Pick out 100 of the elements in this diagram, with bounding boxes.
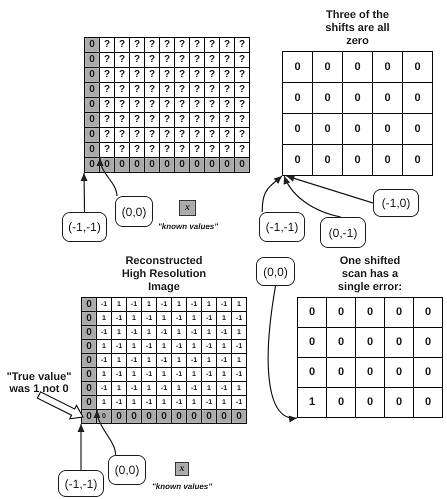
grid-cell: ?	[205, 113, 220, 128]
grid-cell: ?	[130, 128, 145, 143]
grid-cell: ?	[220, 113, 235, 128]
grid-cell: ?	[235, 83, 250, 98]
grid-cell: ?	[190, 68, 205, 83]
grid-cell: ?	[235, 53, 250, 68]
grid-cell: 0	[373, 145, 403, 176]
leader-arrow	[268, 286, 298, 422]
known-value-cell: 0	[145, 158, 160, 173]
grid-cell: ?	[130, 98, 145, 113]
grid-cell: ?	[235, 128, 250, 143]
grid-cell: 0	[298, 298, 327, 328]
grid-cell: ?	[175, 53, 190, 68]
known-value-cell: 0	[82, 298, 97, 312]
legend-letter: x	[185, 203, 190, 213]
grid-cell: ?	[145, 53, 160, 68]
grid-cell: ?	[160, 68, 175, 83]
known-value-cell: 0	[112, 410, 127, 424]
known-value-cell: 0	[157, 410, 172, 424]
grid-cell: 0	[403, 145, 433, 176]
known-value-cell: 0	[127, 410, 142, 424]
leader-arrow	[78, 424, 84, 470]
leader-arrow	[94, 410, 116, 456]
known-value-cell: 0	[172, 410, 187, 424]
grid-cell: ?	[190, 128, 205, 143]
grid-cell: ?	[115, 128, 130, 143]
grid-cell: ?	[175, 83, 190, 98]
grid-cell: ?	[160, 98, 175, 113]
grid-cell: ?	[100, 83, 115, 98]
known-value-cell: 0	[160, 158, 175, 173]
grid-cell: ?	[205, 68, 220, 83]
grid-cell: 0	[283, 52, 313, 83]
grid-cell: 0	[414, 328, 443, 358]
grid-cell: ?	[220, 68, 235, 83]
coordinate-callout: (-1,-1)	[58, 470, 104, 497]
grid-cell: 0	[385, 298, 414, 328]
grid-cell: ?	[130, 68, 145, 83]
known-value-cell: 0	[85, 143, 100, 158]
grid-cell: ?	[175, 128, 190, 143]
legend-text: "known values"	[151, 482, 213, 492]
coordinate-callout: (-1,-1)	[259, 212, 305, 242]
known-value-cell: 0	[82, 354, 97, 368]
grid-cell: 0	[343, 52, 373, 83]
coordinate-callout: (-1,0)	[373, 189, 419, 217]
grid-cell: ?	[115, 38, 130, 53]
grid-cell: ?	[145, 113, 160, 128]
known-value-cell: 0	[190, 158, 205, 173]
grid-cell: 0	[283, 83, 313, 114]
grid-cell: 0	[313, 83, 343, 114]
grid-cell: ?	[205, 98, 220, 113]
grid-cell: ?	[190, 38, 205, 53]
grid-cell: ?	[205, 83, 220, 98]
grid-cell: ?	[175, 113, 190, 128]
grid-cell: ?	[145, 128, 160, 143]
known-value-cell: 0	[85, 98, 100, 113]
grid-cell: 0	[283, 114, 313, 145]
grid-cell: ?	[160, 83, 175, 98]
grid-cell: ?	[115, 113, 130, 128]
grid-cell: 1	[298, 388, 327, 418]
grid-cell: ?	[175, 98, 190, 113]
grid-cell: 0	[385, 328, 414, 358]
grid-cell: ?	[220, 53, 235, 68]
grid-cell: ?	[100, 128, 115, 143]
block-arrow	[36, 391, 84, 420]
grid-cell: ?	[190, 113, 205, 128]
known-value-cell: 0	[142, 410, 157, 424]
grid-cell: 0	[373, 52, 403, 83]
known-value-cell: 0	[85, 38, 100, 53]
known-value-cell: 0	[187, 410, 202, 424]
known-value-cell: 0	[82, 312, 97, 326]
known-value-cell: 0	[205, 158, 220, 173]
grid-cell: 0	[403, 114, 433, 145]
known-value-cell: 0	[175, 158, 190, 173]
grid-cell: ?	[100, 98, 115, 113]
grid-title: One shifted scan has a single error:	[336, 255, 404, 294]
grid-cell: ?	[235, 68, 250, 83]
grid-cell: 0	[298, 328, 327, 358]
grid-cell: ?	[190, 83, 205, 98]
grid-cell: ?	[115, 53, 130, 68]
grid-cell: 0	[403, 83, 433, 114]
grid-cell: ?	[160, 38, 175, 53]
grid-cell: 0	[403, 52, 433, 83]
grid-cell: ?	[100, 53, 115, 68]
grid-cell: ?	[145, 68, 160, 83]
grid-cell: ?	[205, 53, 220, 68]
grid-cell: 0	[356, 358, 385, 388]
grid-cell: ?	[220, 128, 235, 143]
grid-cell: ?	[205, 128, 220, 143]
known-value-cell: 0	[220, 158, 235, 173]
known-value-cell: 0	[82, 368, 97, 382]
coordinate-callout: (-1,-1)	[62, 212, 107, 242]
grid-cell: ?	[190, 53, 205, 68]
grid-cell: ?	[100, 38, 115, 53]
known-value-cell: 0	[85, 53, 100, 68]
known-value-cell: 0	[235, 158, 250, 173]
grid-cell: ?	[205, 38, 220, 53]
known-value-cell: 0	[85, 83, 100, 98]
grid-cell: ?	[160, 53, 175, 68]
grid-cell: 0	[356, 328, 385, 358]
legend-text: "known values"	[157, 222, 219, 232]
